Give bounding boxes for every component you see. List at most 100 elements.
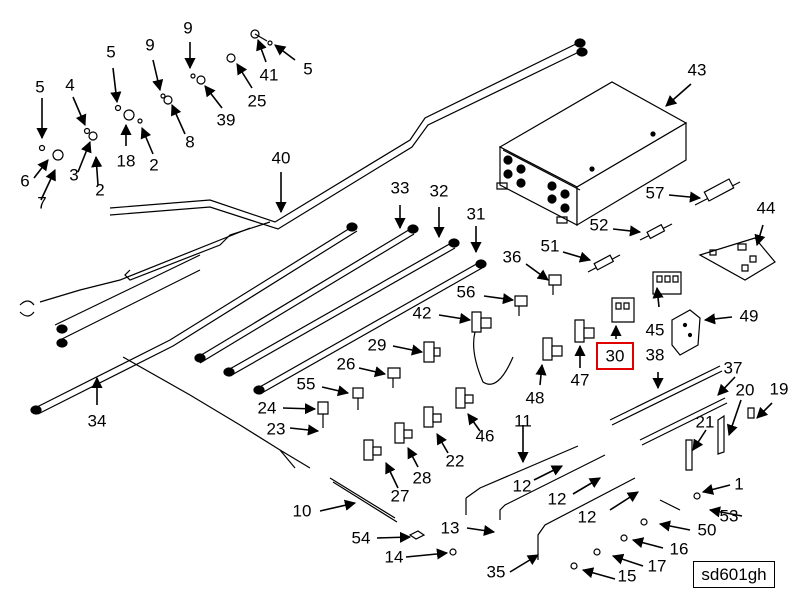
callout-part-6[interactable]: 6 — [20, 171, 30, 191]
callout-part-38[interactable]: 38 — [645, 345, 665, 365]
callout-part-26[interactable]: 26 — [336, 354, 356, 374]
bracket-part-21[interactable] — [686, 440, 692, 470]
harness-part-40[interactable] — [20, 39, 587, 347]
callout-part-18[interactable]: 18 — [116, 151, 136, 171]
callout-part-55[interactable]: 55 — [296, 374, 316, 394]
callout-part-47[interactable]: 47 — [570, 370, 590, 390]
callout-part-25[interactable]: 25 — [247, 91, 267, 111]
callout-part-2[interactable]: 2 — [149, 155, 159, 175]
callout-part-2[interactable]: 2 — [95, 180, 105, 200]
switch-part-55[interactable] — [353, 388, 363, 410]
thermocouple-part-11[interactable] — [466, 446, 578, 515]
callout-part-10[interactable]: 10 — [292, 501, 312, 521]
switch-part-27[interactable] — [364, 440, 381, 460]
callout-part-23[interactable]: 23 — [266, 419, 286, 439]
callout-part-4[interactable]: 4 — [65, 75, 75, 95]
callout-part-21[interactable]: 21 — [695, 412, 715, 432]
switch-part-36[interactable] — [549, 275, 561, 295]
callout-part-35[interactable]: 35 — [486, 562, 506, 582]
callout-part-48[interactable]: 48 — [525, 388, 545, 408]
callout-part-14[interactable]: 14 — [384, 547, 404, 567]
resistor-part-51[interactable] — [588, 255, 620, 272]
resistor-part-57[interactable] — [695, 179, 740, 205]
switch-part-28[interactable] — [395, 423, 412, 443]
callout-part-19[interactable]: 19 — [769, 379, 789, 399]
cable-part-10[interactable] — [330, 478, 397, 522]
callout-part-40[interactable]: 40 — [271, 148, 291, 168]
callout-part-12[interactable]: 12 — [547, 489, 567, 509]
callout-part-39[interactable]: 39 — [216, 110, 236, 130]
callout-part-44[interactable]: 44 — [756, 198, 776, 218]
sensor-part-42[interactable] — [472, 312, 513, 384]
callout-part-54[interactable]: 54 — [351, 528, 371, 548]
callout-part-5[interactable]: 5 — [303, 59, 313, 79]
callout-part-15[interactable]: 15 — [617, 566, 637, 586]
callout-part-20[interactable]: 20 — [735, 380, 755, 400]
callout-part-45[interactable]: 45 — [645, 320, 665, 340]
probe-part-37[interactable] — [640, 398, 727, 445]
callout-part-9[interactable]: 9 — [145, 35, 155, 55]
harness-part-33[interactable] — [195, 225, 418, 363]
board-part-44[interactable] — [700, 238, 775, 280]
callout-part-31[interactable]: 31 — [466, 204, 486, 224]
diagram-id-label: sd601gh — [693, 561, 775, 588]
callout-part-12[interactable]: 12 — [577, 507, 597, 527]
clip-part-19[interactable] — [748, 408, 754, 418]
callout-part-43[interactable]: 43 — [687, 60, 707, 80]
callout-part-3[interactable]: 3 — [69, 165, 79, 185]
thermocouple-part-35[interactable] — [500, 455, 635, 560]
switch-part-47[interactable] — [575, 320, 594, 342]
switch-part-48[interactable] — [543, 338, 562, 360]
callout-part-52[interactable]: 52 — [589, 215, 609, 235]
callout-part-13[interactable]: 13 — [440, 518, 460, 538]
callout-part-30[interactable]: 30 — [605, 346, 625, 366]
callout-part-34[interactable]: 34 — [87, 411, 107, 431]
probe-part-38[interactable] — [610, 366, 722, 425]
switch-part-24[interactable] — [318, 402, 328, 428]
callout-part-8[interactable]: 8 — [185, 132, 195, 152]
switch-part-46[interactable] — [456, 388, 473, 408]
bracket-part-20[interactable] — [718, 416, 724, 454]
callout-part-46[interactable]: 46 — [475, 426, 495, 446]
callout-part-16[interactable]: 16 — [669, 539, 689, 559]
callout-part-5[interactable]: 5 — [106, 42, 116, 62]
plate-part-49[interactable] — [672, 310, 700, 355]
callout-part-1[interactable]: 1 — [734, 474, 744, 494]
callout-part-7[interactable]: 7 — [37, 193, 47, 213]
control-box-part-43[interactable] — [497, 82, 686, 225]
callout-part-22[interactable]: 22 — [445, 451, 465, 471]
relay-part-30[interactable] — [612, 298, 634, 322]
callout-part-32[interactable]: 32 — [429, 181, 449, 201]
callout-part-42[interactable]: 42 — [412, 303, 432, 323]
callout-part-50[interactable]: 50 — [697, 520, 717, 540]
callout-part-57[interactable]: 57 — [645, 183, 665, 203]
leader-arrows — [34, 38, 772, 579]
resistor-part-52[interactable] — [640, 224, 672, 240]
callout-part-5[interactable]: 5 — [35, 77, 45, 97]
switch-part-56[interactable] — [515, 296, 527, 316]
callout-part-29[interactable]: 29 — [367, 335, 387, 355]
callout-part-41[interactable]: 41 — [259, 65, 279, 85]
callout-part-49[interactable]: 49 — [739, 306, 759, 326]
callout-part-9[interactable]: 9 — [183, 18, 193, 38]
harness-part-34[interactable] — [31, 223, 357, 468]
callout-part-12[interactable]: 12 — [512, 476, 532, 496]
harness-part-31[interactable] — [254, 260, 486, 394]
callout-part-11[interactable]: 11 — [514, 411, 532, 431]
callout-part-27[interactable]: 27 — [390, 486, 410, 506]
callout-part-37[interactable]: 37 — [723, 358, 743, 378]
callout-part-56[interactable]: 56 — [456, 282, 476, 302]
switch-part-26[interactable] — [388, 368, 400, 388]
callout-part-28[interactable]: 28 — [412, 468, 432, 488]
callout-part-36[interactable]: 36 — [502, 247, 522, 267]
callout-part-51[interactable]: 51 — [540, 236, 560, 256]
switch-part-29[interactable] — [424, 342, 440, 362]
switch-part-22[interactable] — [424, 407, 441, 427]
callout-part-24[interactable]: 24 — [257, 398, 277, 418]
callout-part-53[interactable]: 53 — [719, 506, 739, 526]
callout-part-33[interactable]: 33 — [390, 178, 410, 198]
harness-part-32[interactable] — [224, 239, 459, 376]
callout-part-17[interactable]: 17 — [647, 556, 667, 576]
